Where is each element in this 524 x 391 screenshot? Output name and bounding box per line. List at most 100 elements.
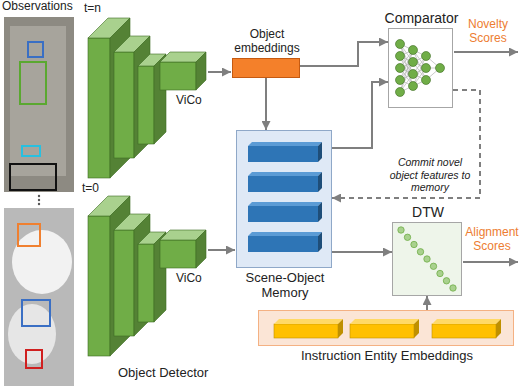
illustration-part (274, 324, 338, 338)
feature-label: ViCo (176, 94, 202, 108)
illustration-part (20, 62, 46, 104)
node-heading: DTW (393, 204, 463, 220)
illustration-part (496, 319, 501, 338)
illustration-part (396, 64, 405, 73)
illustration-part (443, 278, 449, 284)
illustration-part (4, 208, 74, 386)
illustration-part (454, 51, 518, 53)
illustration-part (396, 88, 405, 97)
illustration-part (236, 130, 332, 268)
illustration-part (138, 66, 154, 144)
illustration-part (318, 202, 322, 222)
illustration-part (388, 28, 453, 108)
illustration-part (409, 82, 418, 91)
time-label: t=0 (82, 182, 99, 196)
illustration-part (424, 256, 430, 262)
memory-box: Scene-Object Memory (236, 130, 332, 268)
illustration-part (398, 227, 456, 291)
illustration-part (436, 64, 445, 73)
illustration-part (248, 206, 318, 222)
connector-arrow (332, 251, 392, 253)
illustration-part (138, 244, 154, 322)
panel-title: Observations (2, 0, 73, 14)
illustration-part (196, 230, 206, 268)
instruction-box: Instruction Entity Embeddings (258, 310, 514, 346)
illustration-part (350, 319, 419, 324)
illustration-part (248, 176, 318, 192)
illustration-part (318, 172, 322, 192)
node-heading: Object embeddings (225, 28, 309, 56)
cnn-stack (88, 18, 206, 356)
illustration-part (10, 164, 56, 190)
illustration-part (422, 52, 431, 61)
node-heading: Instruction Entity Embeddings (259, 349, 515, 364)
illustration-part (432, 324, 496, 338)
illustration-part (392, 222, 462, 296)
illustration-part (350, 324, 414, 338)
module-label: Object Detector (118, 366, 208, 381)
illustration-part (248, 142, 322, 146)
illustration-part (450, 285, 456, 291)
dashed-connector (332, 90, 480, 198)
connector-arrow (265, 78, 267, 130)
illustration-part (396, 52, 405, 61)
illustration-part (396, 76, 405, 85)
illustration-part (274, 319, 343, 324)
illustration-part (432, 319, 501, 324)
memory-fill (236, 130, 332, 268)
illustration-part (10, 26, 66, 176)
illustration-part (248, 146, 318, 162)
illustration-part (26, 350, 42, 368)
illustration-part (196, 52, 206, 90)
illustration-part (22, 300, 50, 326)
illustration-part (398, 227, 404, 233)
connector-arrow (332, 82, 388, 148)
illustration-part (248, 172, 322, 176)
illustration-part (430, 263, 436, 269)
illustration-part (114, 230, 134, 336)
dtw-box: DTW (392, 222, 462, 296)
observation-photo (4, 17, 74, 386)
illustration-part (88, 38, 110, 178)
comparator-box: Comparator (388, 28, 453, 108)
illustration-part (422, 76, 431, 85)
illustration-part (396, 40, 405, 49)
illustration-part (38, 199, 40, 201)
illustration-part (404, 234, 410, 240)
illustration-part (318, 232, 322, 252)
illustration-part (18, 224, 40, 246)
time-label: t=n (84, 2, 101, 16)
embedding-fill (232, 58, 300, 78)
illustration-part (38, 195, 40, 197)
node-heading: Comparator (380, 10, 464, 26)
embedding-box: Object embeddings (232, 58, 300, 78)
illustration-part (400, 44, 440, 92)
output-label: Novelty Scores (458, 18, 518, 46)
illustration-part (114, 52, 134, 158)
dtw-path-icon (392, 222, 462, 296)
neural-net-icon (388, 28, 453, 108)
node-heading: Scene-Object Memory (235, 271, 335, 301)
illustration-part (248, 236, 318, 252)
illustration-part (258, 310, 514, 346)
illustration-part (437, 270, 443, 276)
illustration-part (22, 146, 40, 156)
edge-label: Commit novel object features to memory (384, 156, 476, 194)
illustration-part (248, 202, 322, 206)
illustration-part (409, 70, 418, 79)
instruction-embeddings-icon (258, 310, 514, 346)
illustration-part (4, 17, 74, 192)
illustration-part (12, 230, 72, 294)
illustration-part (409, 58, 418, 67)
illustration-part (208, 71, 231, 73)
output-label: Alignment Scores (464, 226, 520, 254)
illustration-part (417, 249, 423, 255)
feature-label: ViCo (176, 272, 202, 286)
illustration-part (38, 203, 40, 205)
illustration-part (409, 46, 418, 55)
illustration-part (318, 142, 322, 162)
connector-arrow (300, 42, 388, 66)
illustration-part (248, 232, 322, 236)
illustration-part (88, 216, 110, 356)
